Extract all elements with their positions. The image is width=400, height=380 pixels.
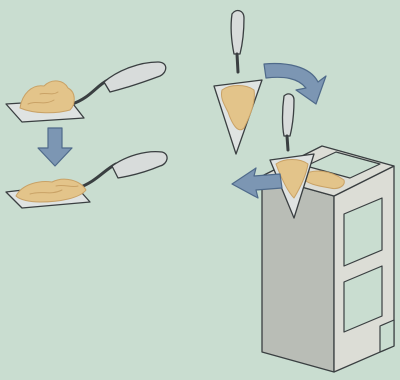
pointing-trowel-handle <box>231 11 244 54</box>
pointing-trowel-tang <box>237 54 238 72</box>
applying-trowel-tang <box>287 136 288 150</box>
block-notch <box>380 320 394 352</box>
